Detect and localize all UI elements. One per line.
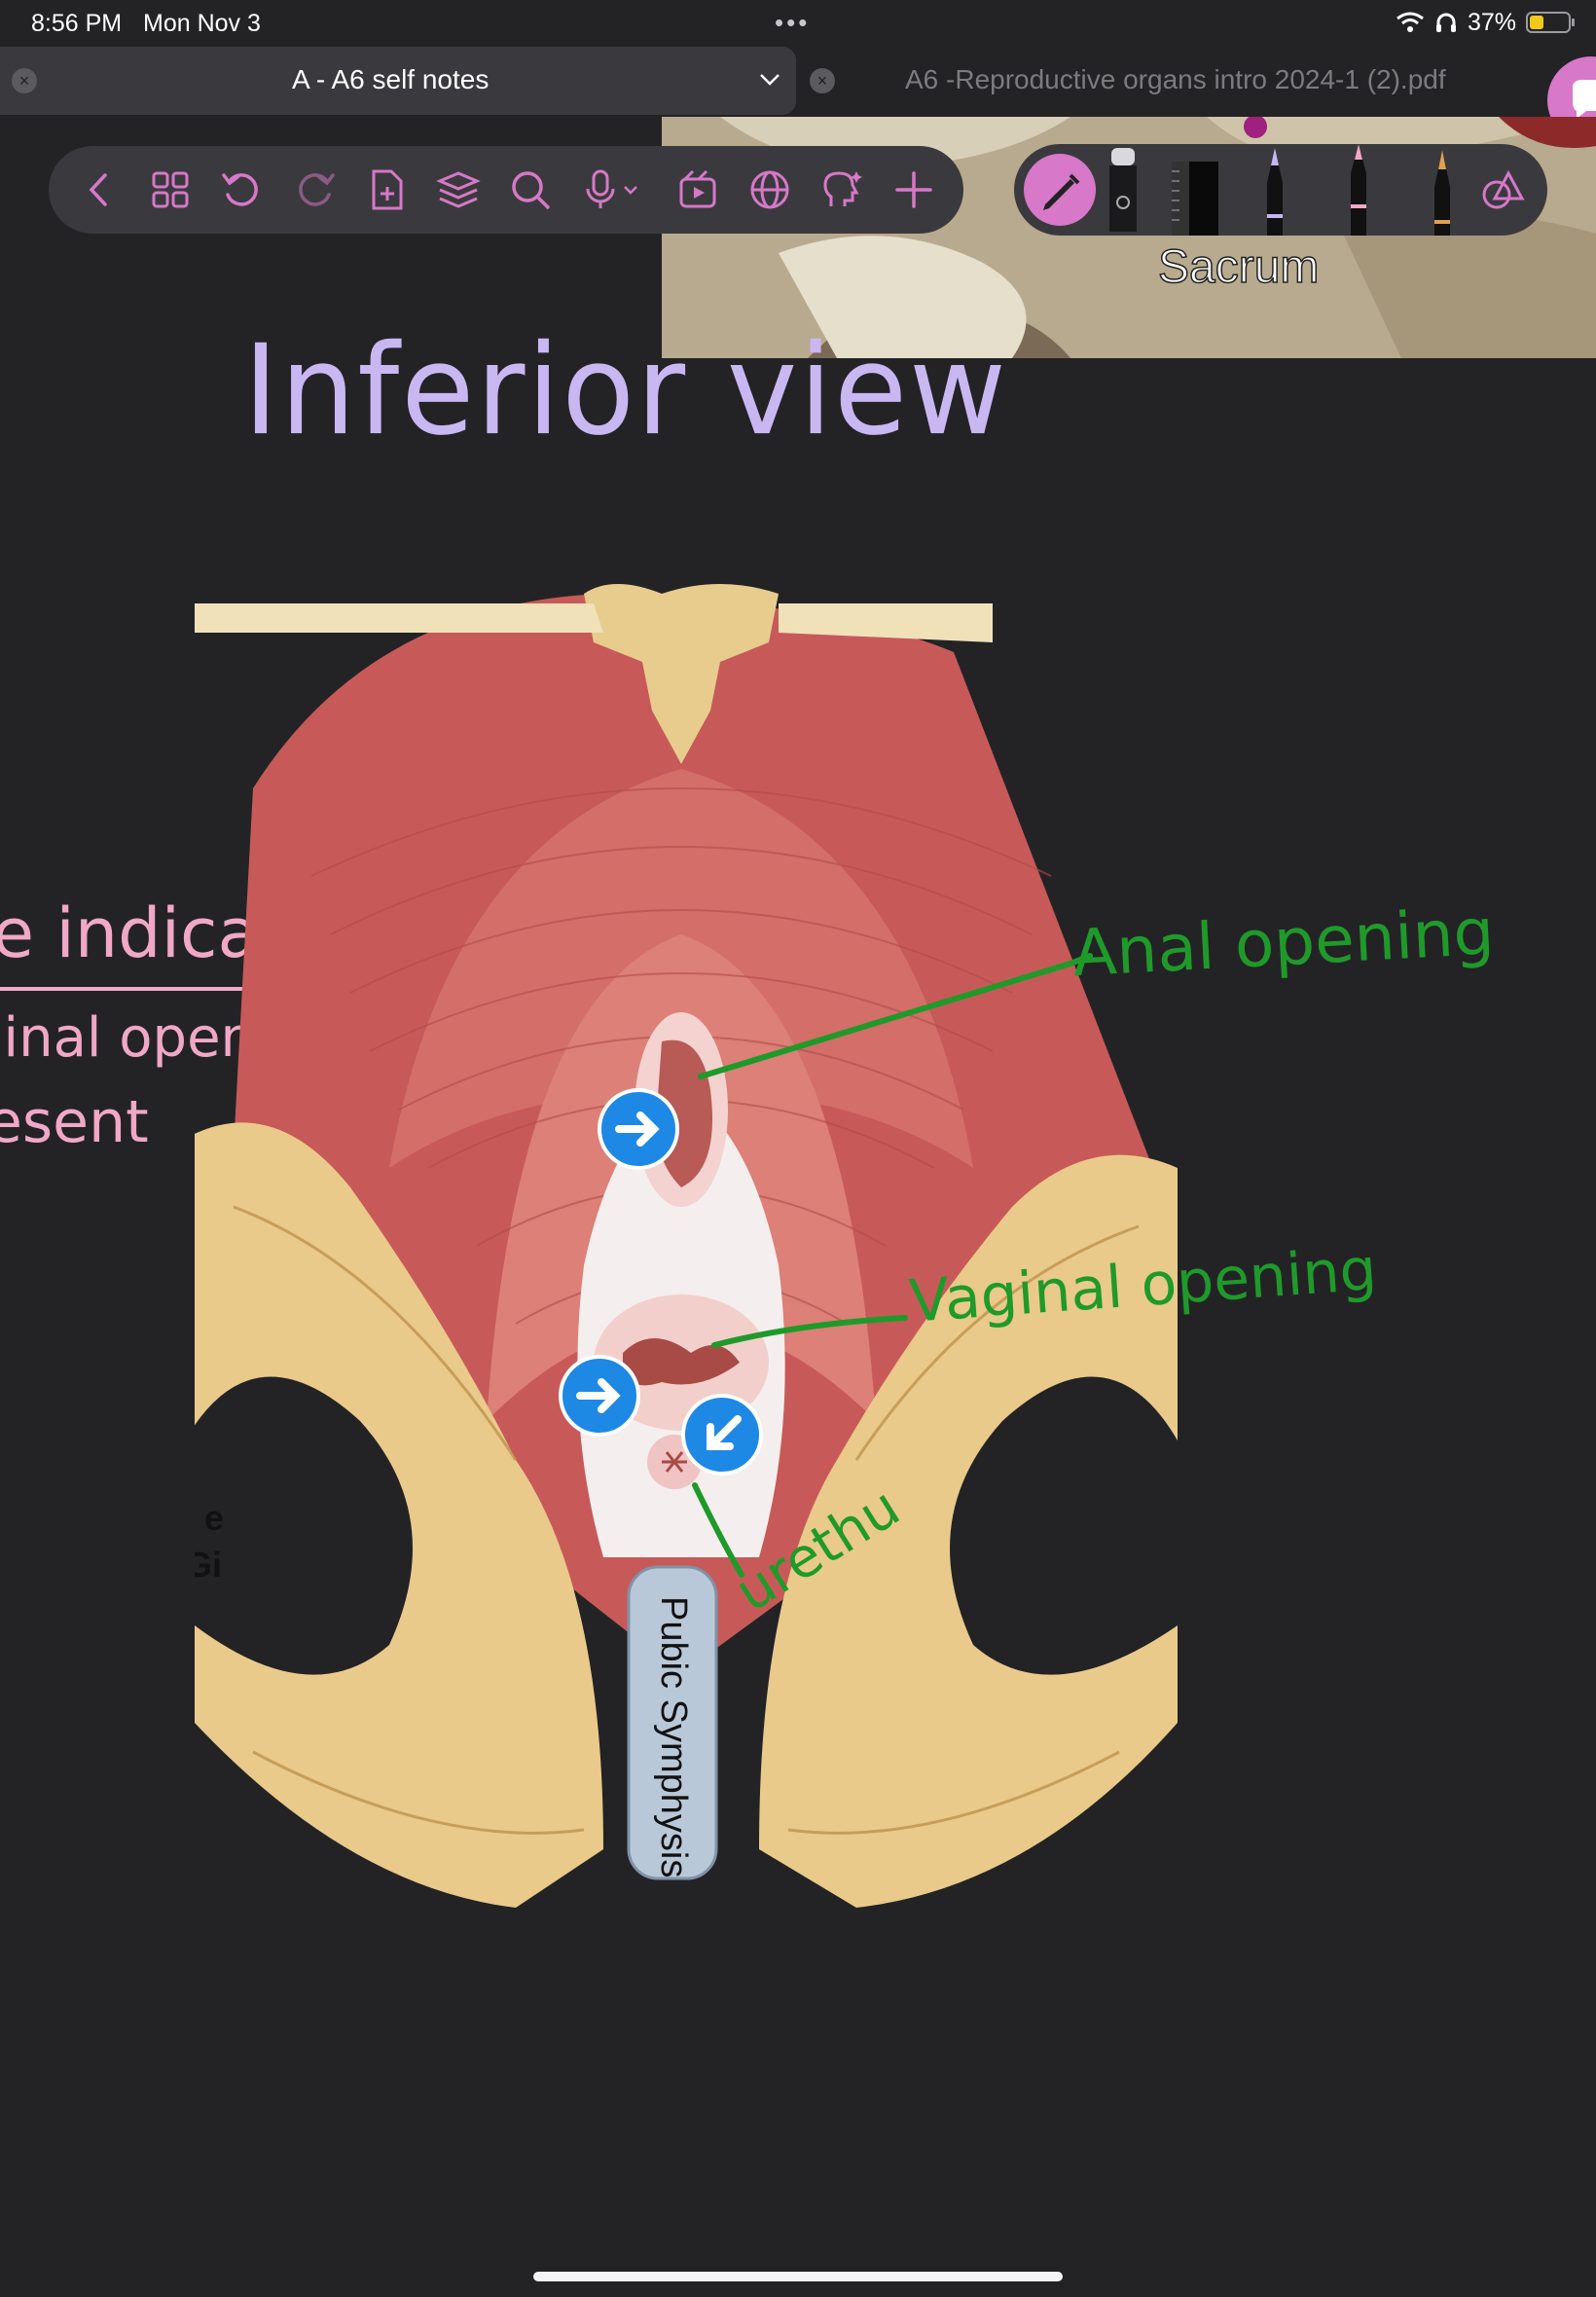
pen-toolbar: [1014, 144, 1547, 236]
status-right: 37%: [1396, 8, 1575, 37]
web-icon[interactable]: [747, 167, 792, 212]
multitask-dots-icon[interactable]: •••: [775, 8, 811, 37]
arrow-right-icon: [559, 1355, 640, 1437]
home-indicator[interactable]: [533, 2272, 1063, 2281]
close-tab-icon[interactable]: ×: [12, 68, 37, 93]
battery-percent: 37%: [1467, 8, 1516, 36]
tab-title-active: A - A6 self notes: [292, 64, 490, 94]
heading-handwriting: Inferior view: [243, 317, 1008, 463]
eraser-icon[interactable]: [1104, 148, 1143, 232]
pencil-icon[interactable]: [1253, 144, 1296, 236]
layers-icon[interactable]: [436, 167, 481, 212]
marker-icon[interactable]: [1337, 144, 1380, 236]
status-bar: 8:56 PM Mon Nov 3 ••• 37%: [0, 0, 1596, 45]
pink-underline: [0, 987, 296, 991]
undo-icon[interactable]: [220, 167, 265, 212]
close-tab-icon[interactable]: ×: [810, 68, 835, 93]
add-page-icon[interactable]: [364, 167, 409, 212]
mic-icon[interactable]: [580, 167, 644, 212]
wifi-icon: [1396, 12, 1424, 32]
status-date: Mon Nov 3: [143, 10, 261, 37]
pink-note-line-3: esent: [0, 1088, 149, 1156]
shape-icon[interactable]: [1479, 165, 1528, 214]
arrow-right-icon: [598, 1088, 679, 1170]
tab-title-inactive[interactable]: A6 -Reproductive organs intro 2024-1 (2)…: [905, 64, 1446, 94]
status-time: 8:56 PM: [31, 10, 123, 37]
pubic-symphysis-label: Pubic Symphysis: [653, 1596, 694, 1878]
media-icon[interactable]: [675, 167, 720, 212]
ruler-icon[interactable]: [1172, 162, 1218, 236]
back-icon[interactable]: [78, 167, 123, 212]
tab-active[interactable]: × A - A6 self notes: [0, 47, 796, 115]
cut-label-1: e: [204, 1498, 224, 1538]
main-toolbar: [49, 146, 963, 234]
pelvic-floor-illustration: Pubic Symphysis e Gi: [195, 584, 1178, 1908]
ai-icon[interactable]: [819, 167, 864, 212]
brush-icon[interactable]: [1421, 144, 1464, 236]
search-icon[interactable]: [508, 167, 553, 212]
battery-icon: [1526, 12, 1575, 33]
sacrum-label: Sacrum: [1158, 241, 1319, 293]
pen-icon[interactable]: [1024, 154, 1096, 226]
grid-icon[interactable]: [148, 167, 193, 212]
chevron-down-icon[interactable]: [759, 68, 780, 90]
redo-icon[interactable]: [292, 167, 337, 212]
headphones-icon: [1435, 13, 1456, 32]
tab-bar: × A - A6 self notes × A6 -Reproductive o…: [0, 47, 1596, 144]
plus-icon[interactable]: [891, 167, 936, 212]
arrow-down-left-icon: [681, 1394, 763, 1476]
cut-label-2: Gi: [195, 1545, 222, 1585]
